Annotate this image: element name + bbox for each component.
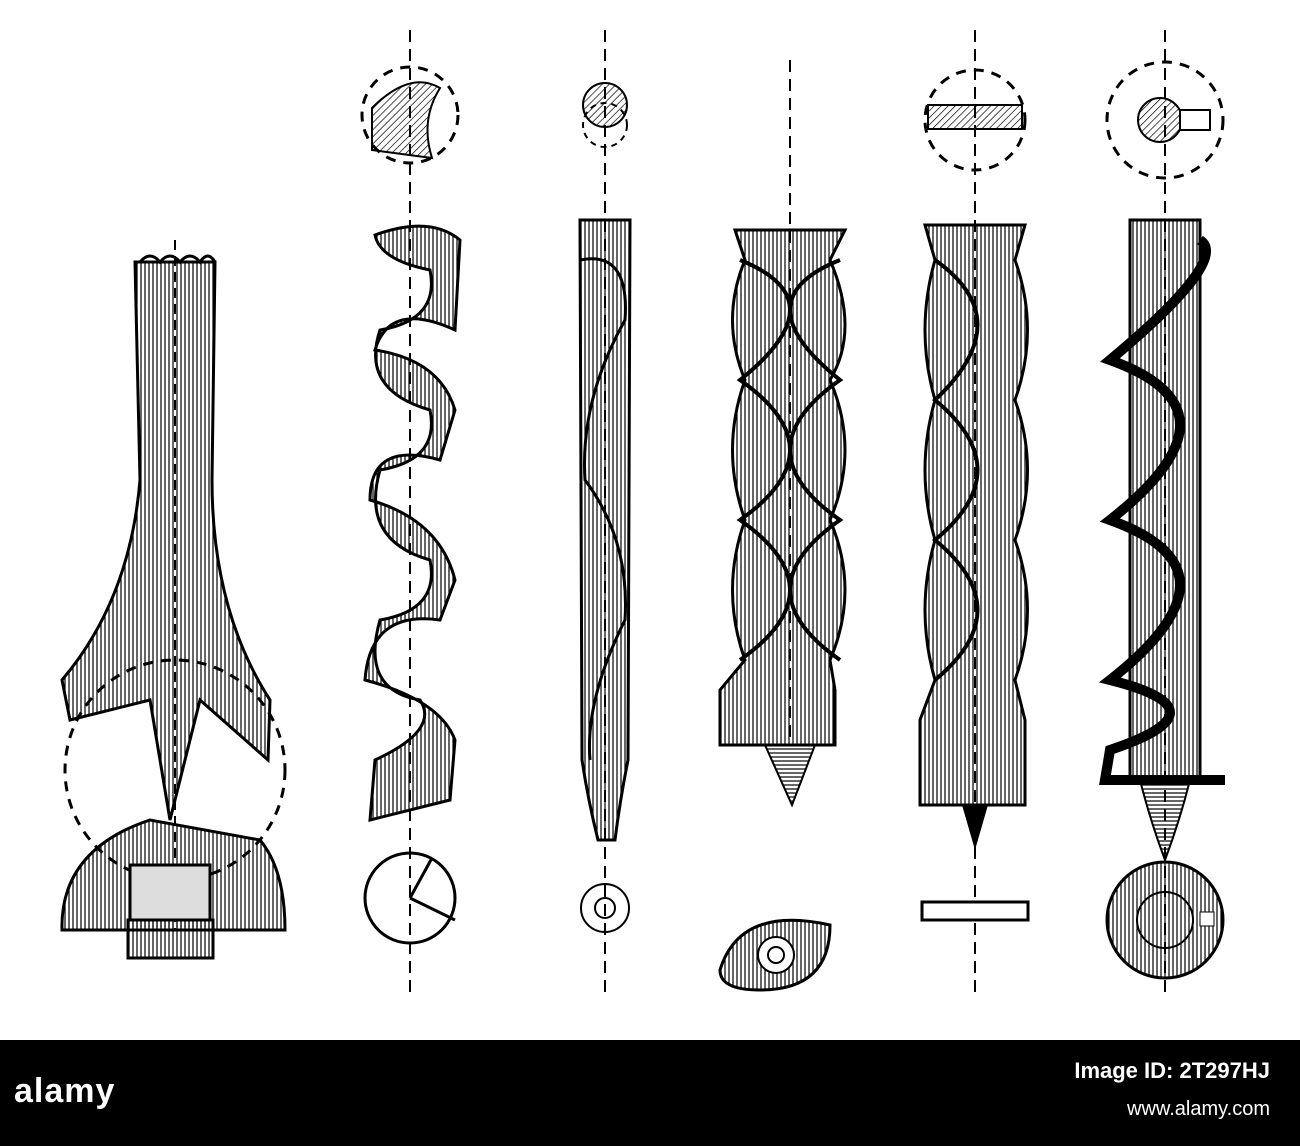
image-id-value: 2T297HJ bbox=[1179, 1058, 1270, 1083]
single-twist-auger-bit bbox=[1098, 30, 1225, 995]
spoon-bit bbox=[60, 240, 287, 960]
image-id-label: Image ID: 2T297HJ bbox=[1074, 1058, 1270, 1084]
open-spiral-bit bbox=[360, 30, 462, 995]
double-twist-auger-bit bbox=[718, 60, 848, 992]
solid-center-auger-bit bbox=[918, 30, 1030, 995]
alamy-logo: alamy bbox=[14, 1072, 116, 1110]
image-id-caption: Image ID: bbox=[1074, 1058, 1174, 1083]
watermark-banner: alamy Image ID: 2T297HJ www.alamy.com bbox=[0, 1040, 1300, 1146]
site-url: www.alamy.com bbox=[1127, 1098, 1270, 1120]
bit-engraving bbox=[60, 30, 1225, 995]
slender-twist-bit bbox=[578, 30, 632, 995]
